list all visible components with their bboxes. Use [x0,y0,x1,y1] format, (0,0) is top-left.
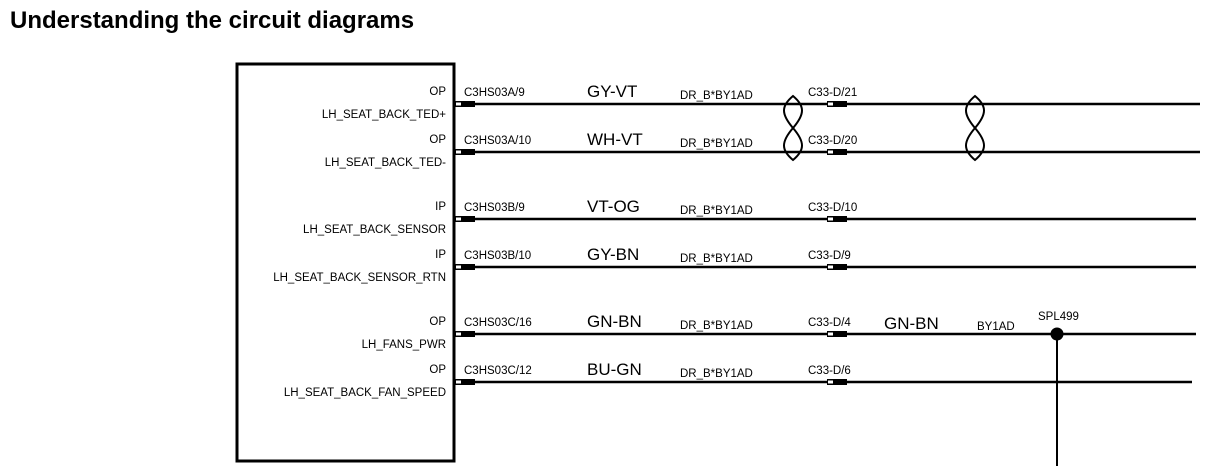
inline-terminal [827,264,847,270]
inline-terminal-mark [828,102,833,106]
pin-terminal [455,101,475,107]
pin-terminal-mark [456,217,461,221]
connector-pin-label: C3HS03A/10 [464,135,531,147]
harness-label: DR_B*BY1AD [680,138,753,150]
inline-terminal-mark [828,150,833,154]
pin-terminal-mark [456,332,461,336]
wire-color-label: GY-BN [587,245,639,264]
twisted-pair-icon [783,94,803,162]
inline-terminal [827,379,847,385]
signal-name-label: LH_SEAT_BACK_TED- [325,157,446,169]
splice-label: SPL499 [1038,311,1079,323]
inline-terminal-mark [828,332,833,336]
wire-color-label-2: GN-BN [884,314,939,333]
inline-terminal [827,101,847,107]
inline-connector-label: C33-D/10 [808,202,857,214]
pin-terminal [455,379,475,385]
signal-name-label: LH_SEAT_BACK_FAN_SPEED [284,387,446,399]
harness-label: DR_B*BY1AD [680,320,753,332]
inline-connector-label: C33-D/21 [808,87,857,99]
pin-terminal [455,264,475,270]
pin-terminal-mark [456,380,461,384]
pin-direction-label: OP [429,134,446,146]
page-title: Understanding the circuit diagrams [10,7,415,34]
harness-label-2: BY1AD [977,321,1015,333]
inline-terminal-mark [828,380,833,384]
pin-terminal [455,331,475,337]
pin-direction-label: OP [429,316,446,328]
pin-terminal [455,149,475,155]
twisted-pair-icon [965,94,985,162]
wire-color-label: GN-BN [587,312,642,331]
harness-label: DR_B*BY1AD [680,205,753,217]
harness-label: DR_B*BY1AD [680,90,753,102]
signal-name-label: LH_FANS_PWR [362,339,446,351]
signal-name-label: LH_SEAT_BACK_SENSOR_RTN [273,272,446,284]
wire-color-label: VT-OG [587,197,640,216]
inline-connector-label: C33-D/6 [808,365,851,377]
inline-terminal-mark [828,217,833,221]
connector-pin-label: C3HS03B/10 [464,250,531,262]
inline-connector-label: C33-D/4 [808,317,851,329]
wire-color-label: GY-VT [587,82,637,101]
pin-direction-label: IP [435,249,446,261]
pin-terminal-mark [456,265,461,269]
inline-connector-label: C33-D/20 [808,135,857,147]
connector-pin-label: C3HS03C/16 [464,317,532,329]
inline-connector-label: C33-D/9 [808,250,851,262]
harness-label: DR_B*BY1AD [680,253,753,265]
pin-direction-label: OP [429,364,446,376]
pin-direction-label: IP [435,201,446,213]
wire-color-label: BU-GN [587,360,642,379]
pin-terminal-mark [456,150,461,154]
wire-color-label: WH-VT [587,130,643,149]
pin-direction-label: OP [429,86,446,98]
signal-name-label: LH_SEAT_BACK_SENSOR [303,224,446,236]
inline-terminal [827,331,847,337]
connector-pin-label: C3HS03B/9 [464,202,525,214]
connector-pin-label: C3HS03A/9 [464,87,525,99]
harness-label: DR_B*BY1AD [680,368,753,380]
module-box [235,62,456,463]
connector-pin-label: C3HS03C/12 [464,365,532,377]
inline-terminal-mark [828,265,833,269]
inline-terminal [827,149,847,155]
signal-name-label: LH_SEAT_BACK_TED+ [322,109,446,121]
pin-terminal-mark [456,102,461,106]
inline-terminal [827,216,847,222]
pin-terminal [455,216,475,222]
